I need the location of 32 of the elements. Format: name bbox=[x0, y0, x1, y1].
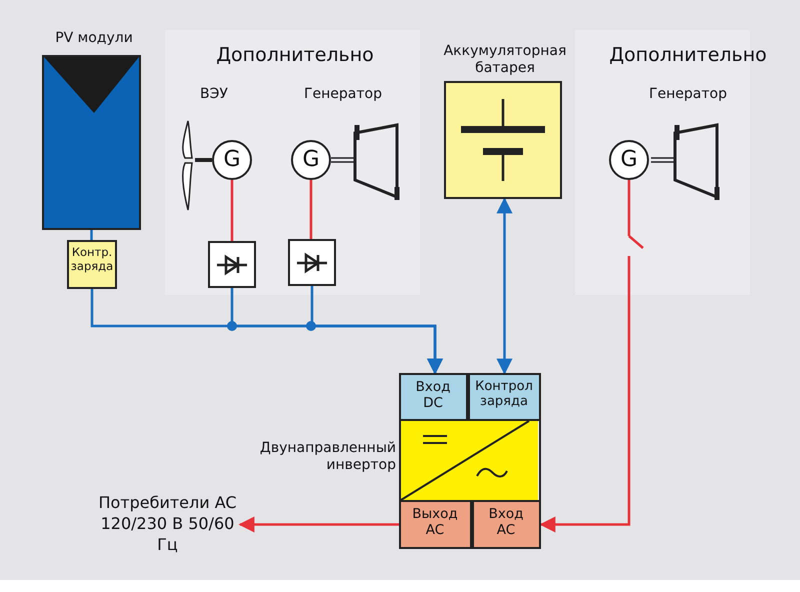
box-label: Выход AC bbox=[411, 506, 459, 538]
connector-line bbox=[230, 180, 234, 241]
box-label: Контр. заряда bbox=[70, 246, 114, 274]
box-label: Вход DC bbox=[414, 378, 452, 411]
generator-symbol-letter: G bbox=[222, 147, 242, 174]
connector-line bbox=[628, 180, 630, 236]
input-box bbox=[398, 372, 468, 420]
panel-label: PV модули bbox=[54, 30, 134, 47]
arrow bbox=[310, 286, 443, 375]
box-label: Вход AC bbox=[488, 506, 524, 538]
rectifier-box bbox=[288, 239, 336, 286]
ac-port-box bbox=[398, 500, 472, 548]
inverter-label: Двунаправленный инвертор bbox=[258, 440, 396, 474]
rectifier-box bbox=[208, 241, 256, 288]
generator-symbol-letter: G bbox=[619, 147, 639, 174]
section-heading: Дополнительно bbox=[608, 44, 768, 67]
generator-label: Генератор bbox=[303, 86, 383, 103]
input-box bbox=[468, 372, 540, 420]
battery-label: Аккумуляторная батарея bbox=[442, 43, 568, 77]
generator-label: Генератор bbox=[648, 86, 728, 103]
arrow bbox=[238, 516, 399, 532]
charge-controller-box bbox=[67, 240, 117, 289]
arrow bbox=[496, 197, 512, 375]
connector-line bbox=[90, 230, 93, 240]
connector-line bbox=[310, 180, 312, 239]
load-label: Потребители AC 120/230 В 50/60 Гц bbox=[97, 493, 238, 556]
generator-label: ВЭУ bbox=[199, 86, 229, 103]
ac-port-box bbox=[472, 500, 540, 548]
section-heading: Дополнительно bbox=[215, 44, 375, 67]
box-label: Контрол заряда bbox=[474, 378, 534, 410]
generator-symbol-letter: G bbox=[301, 147, 321, 174]
arrow bbox=[539, 256, 630, 532]
